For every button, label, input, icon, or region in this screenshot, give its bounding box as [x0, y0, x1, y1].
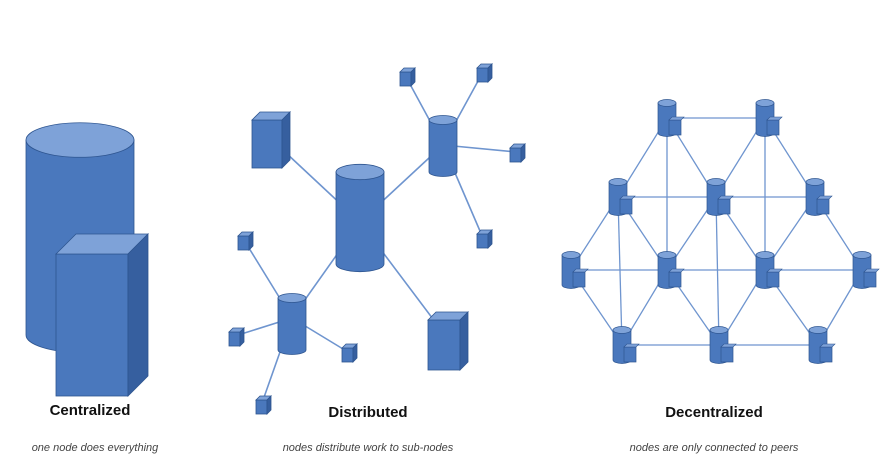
centralized-server-icon	[55, 233, 149, 397]
peer-node-icon	[808, 326, 836, 364]
peer-node-icon	[755, 251, 783, 289]
peer-link	[715, 196, 720, 346]
distributed-title: Distributed	[328, 404, 408, 421]
distributed-server-icon	[427, 311, 469, 371]
distributed-terminal-icon	[228, 327, 245, 347]
distributed-terminal-icon	[341, 343, 358, 363]
peer-node-icon	[706, 178, 734, 216]
distributed-terminal-icon	[255, 395, 272, 415]
peer-node-icon	[612, 326, 640, 364]
peer-node-icon	[657, 251, 685, 289]
distributed-hub-icon	[335, 163, 385, 273]
distributed-server-icon	[251, 111, 291, 169]
distributed-subnode-icon	[428, 115, 458, 177]
distributed-subtitle: nodes distribute work to sub-nodes	[282, 442, 454, 454]
peer-node-icon	[608, 178, 636, 216]
peer-node-icon	[657, 99, 685, 137]
peer-node-icon	[852, 251, 880, 289]
peer-node-icon	[561, 251, 589, 289]
centralized-title: Centralized	[49, 402, 131, 419]
distributed-terminal-icon	[509, 143, 526, 163]
distributed-terminal-icon	[476, 63, 493, 83]
peer-node-icon	[805, 178, 833, 216]
distributed-terminal-icon	[237, 231, 254, 251]
peer-node-icon	[755, 99, 783, 137]
distributed-terminal-icon	[399, 67, 416, 87]
peer-link	[617, 196, 623, 346]
distributed-terminal-icon	[476, 229, 493, 249]
decentralized-title: Decentralized	[665, 404, 763, 421]
peer-node-icon	[709, 326, 737, 364]
distributed-subnode-icon	[277, 293, 307, 355]
centralized-subtitle: one node does everything	[31, 442, 159, 454]
decentralized-subtitle: nodes are only connected to peers	[629, 442, 799, 454]
